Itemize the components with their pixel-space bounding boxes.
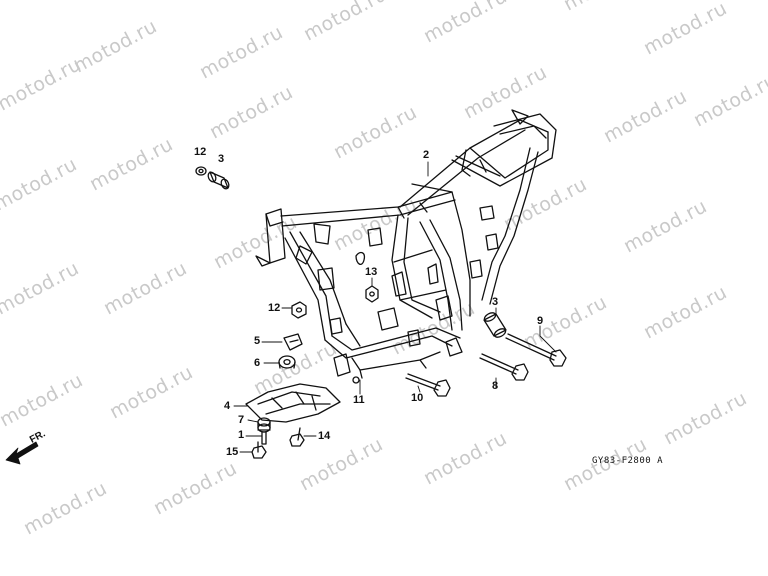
callout-3: 3 <box>492 296 499 308</box>
callout-11: 11 <box>353 394 365 406</box>
part-5-clip <box>284 334 302 350</box>
drawing-code-number: GY83-F2800 <box>592 456 652 466</box>
frame-body <box>256 110 556 378</box>
callout-3: 3 <box>218 153 225 165</box>
part-1-bolt <box>258 430 270 444</box>
callout-14: 14 <box>318 430 331 442</box>
steering-head <box>266 209 285 263</box>
drawing-code-suffix: A <box>657 456 664 466</box>
callout-10: 10 <box>411 392 424 404</box>
part-6-rubber <box>279 356 295 368</box>
part-12-nut-lower <box>292 302 306 318</box>
drawing-code: GY83-F2800 A <box>592 456 663 466</box>
front-direction-arrow <box>6 442 38 464</box>
callout-6: 6 <box>254 357 261 369</box>
part-4-skid-plate <box>246 384 340 422</box>
part-3-collar-upper <box>207 171 231 190</box>
callout-9: 9 <box>537 315 544 327</box>
part-3-collar-right <box>483 311 507 339</box>
callout-4: 4 <box>224 400 231 412</box>
callout-7: 7 <box>238 414 245 426</box>
callout-2: 2 <box>423 149 430 161</box>
part-14-bolt <box>290 428 304 446</box>
leader-lines <box>234 162 556 452</box>
callout-5: 5 <box>254 335 261 347</box>
part-13-nut <box>366 286 378 302</box>
callout-12: 12 <box>194 146 207 158</box>
part-11-bracket <box>334 354 359 383</box>
part-8-bolt <box>480 354 528 380</box>
part-10-bolt <box>406 374 450 396</box>
top-tube <box>281 192 452 216</box>
down-tube-right <box>300 232 346 324</box>
part-9-bolt <box>506 334 566 366</box>
callout-8: 8 <box>492 380 499 392</box>
callout-15: 15 <box>226 446 239 458</box>
callout-12: 12 <box>268 302 281 314</box>
callout-1: 1 <box>238 429 245 441</box>
part-12-nut-upper <box>196 167 206 175</box>
callout-13: 13 <box>365 266 378 278</box>
bottom-cradle <box>325 336 452 358</box>
down-tube-left <box>285 238 325 340</box>
